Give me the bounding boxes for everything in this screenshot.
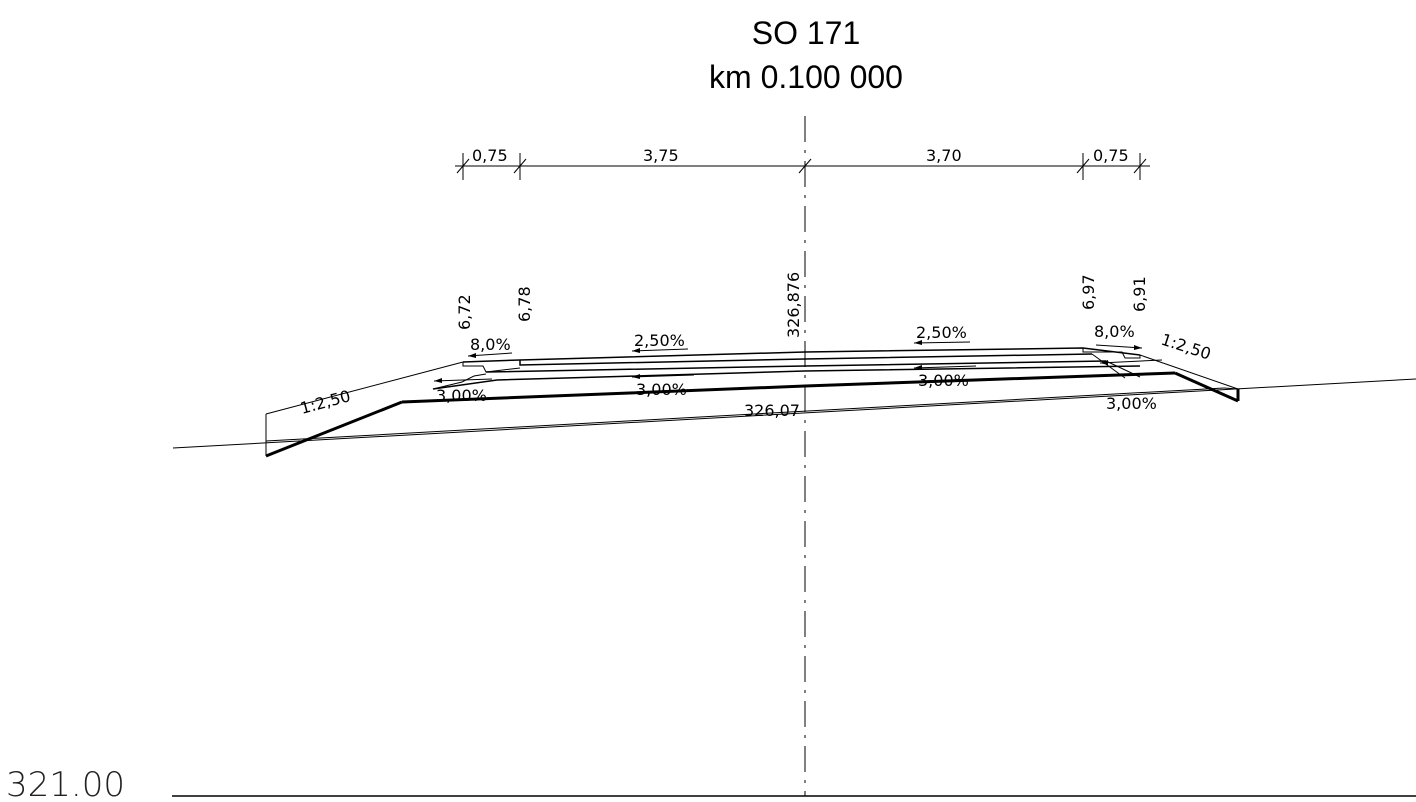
arrow-head <box>434 378 442 383</box>
arrow-line <box>913 341 971 344</box>
slope-right-lane: 2,50% <box>916 323 967 342</box>
slope-subgrade-1: 3,00% <box>436 386 487 405</box>
subbase-course <box>401 371 1176 404</box>
slope-left-shoulder: 8,0% <box>470 335 511 354</box>
dimension-slash <box>513 158 527 174</box>
dimension-chain: 0,75 3,75 3,70 0,75 <box>455 146 1150 180</box>
arrow-line <box>433 378 493 382</box>
base-course <box>432 365 1141 390</box>
slope-right-embankment: 1:2,50 <box>1159 330 1214 364</box>
elev-left-inner: 6,78 <box>515 286 534 322</box>
arrow-head <box>1100 360 1108 365</box>
binder-course <box>485 360 1107 373</box>
dimension-slash <box>1076 158 1090 174</box>
dimension-slash <box>456 158 470 174</box>
datum-label: 321.00 <box>6 765 125 802</box>
arrow-head <box>1134 345 1142 350</box>
slope-right-shoulder: 8,0% <box>1094 322 1135 341</box>
slope-subgrade-3: 3,00% <box>918 371 969 390</box>
left-base-edge <box>432 373 487 390</box>
slope-subgrade-4: 3,00% <box>1106 394 1157 413</box>
left-shoulder-edge <box>462 362 521 373</box>
elev-axis-top: 326,876 <box>784 272 803 338</box>
dim-right-lane: 3,70 <box>926 146 962 165</box>
embankment-left-outline <box>265 361 464 415</box>
elev-axis-ground: 326,07 <box>744 401 800 420</box>
arrow-head <box>914 340 922 345</box>
arrow-head <box>632 374 640 379</box>
slope-left-embankment: 1:2,50 <box>298 386 352 418</box>
slope-arrows <box>433 340 1163 383</box>
chainage-label: km 0.100 000 <box>709 59 903 95</box>
dim-left-lane: 3,75 <box>643 146 679 165</box>
slope-left-lane: 2,50% <box>634 331 685 350</box>
section-title: SO 171 <box>752 15 861 51</box>
subgrade-bottom-end <box>1223 387 1239 390</box>
arrow-head <box>914 365 922 370</box>
embankment-right-slope <box>1174 371 1239 403</box>
embankment <box>265 354 1240 458</box>
dim-left-shoulder: 0,75 <box>472 146 508 165</box>
pavement-surface <box>462 347 1141 363</box>
arrow-head <box>632 348 640 353</box>
arrow-line <box>631 348 689 352</box>
dimension-slash <box>798 158 812 174</box>
arrow-head <box>468 353 476 358</box>
arrow-line <box>1099 359 1163 364</box>
dimension-slash <box>1133 158 1147 174</box>
terrain-line <box>172 378 1416 449</box>
subgrade-bottom <box>265 387 1225 442</box>
embankment-left-slope <box>265 400 403 458</box>
dim-right-shoulder: 0,75 <box>1093 146 1129 165</box>
arrow-line <box>631 374 695 378</box>
wearing-course <box>519 353 1093 366</box>
right-shoulder-edge <box>1082 348 1141 359</box>
arrow-line <box>913 365 977 369</box>
pavement <box>401 347 1176 404</box>
elev-right-outer: 6,91 <box>1130 276 1149 312</box>
slope-subgrade-2: 3,00% <box>636 380 687 399</box>
elev-right-inner: 6,97 <box>1079 274 1098 310</box>
elev-left-outer: 6,72 <box>455 294 474 330</box>
